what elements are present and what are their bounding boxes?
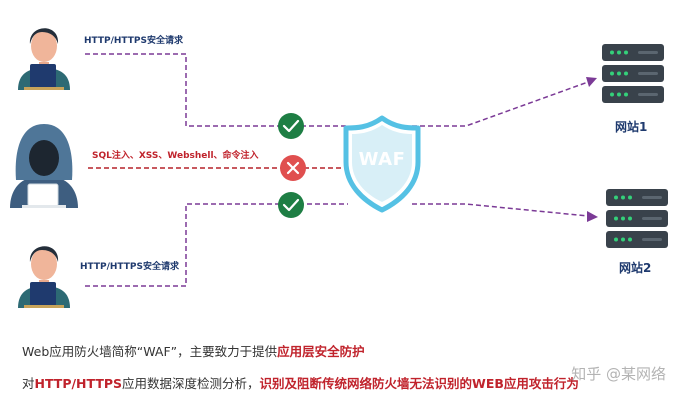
caption-line1: Web应用防火墙简称“WAF”，主要致力于提供应用层安全防护: [22, 341, 365, 360]
site2-label: 网站2: [619, 261, 652, 275]
user1-path: [85, 53, 348, 127]
watermark: 知乎 @某网络: [571, 365, 666, 383]
caption-line2-middle: 应用数据深度检测分析，: [122, 376, 260, 391]
user1-request-label: HTTP/HTTPS安全请求: [84, 36, 183, 46]
caption-line2: 对HTTP/HTTPS应用数据深度检测分析，识别及阻断传统网络防火墙无法识别的W…: [22, 373, 579, 392]
cross-icon: [280, 155, 306, 181]
arrow-site1: [586, 77, 597, 87]
waf-to-site1-path: [412, 81, 589, 127]
attack-label: SQL注入、XSS、Webshell、命令注入: [92, 151, 259, 161]
server-icon: [606, 189, 668, 248]
waf-label: WAF: [358, 149, 406, 170]
server-icon: [602, 44, 664, 103]
check-icon: [278, 192, 304, 218]
user3-request-label: HTTP/HTTPS安全请求: [80, 262, 179, 272]
check-icon: [278, 113, 304, 139]
user3-path: [85, 203, 348, 287]
caption-line1-highlight: 应用层安全防护: [277, 344, 365, 359]
waf-to-site2-path: [412, 203, 589, 217]
caption-line2-proto: HTTP/HTTPS: [34, 376, 123, 391]
caption-line2-highlight: 识别及阻断传统网络防火墙无法识别的WEB应用攻击行为: [259, 376, 579, 391]
user-avatar: [18, 28, 70, 90]
caption-line1-text: Web应用防火墙简称“WAF”，主要致力于提供: [22, 344, 278, 359]
waf-shield-icon: [343, 115, 421, 213]
site1-label: 网站1: [615, 120, 648, 134]
hacker-avatar: [10, 124, 78, 208]
caption-line2-start: 对: [22, 376, 35, 391]
user-avatar: [18, 246, 70, 308]
arrow-site2: [587, 211, 598, 222]
